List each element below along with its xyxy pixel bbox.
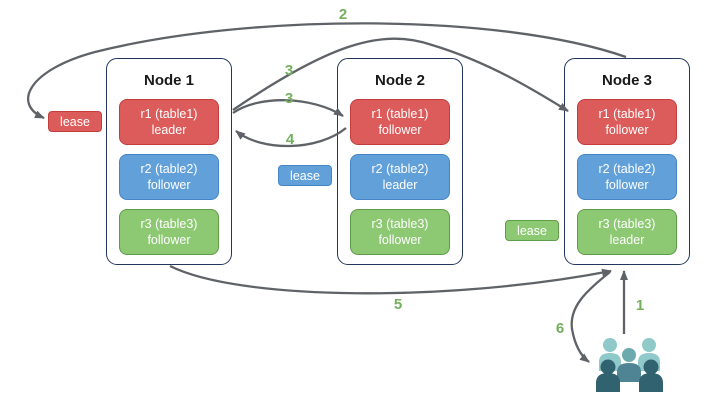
replica-name: r3 (table3)	[140, 217, 198, 231]
node-3-replica-r3: r3 (table3) leader	[577, 209, 677, 255]
node-2-panel: Node 2 r1 (table1) follower r2 (table2) …	[337, 58, 463, 265]
node-1-replicas: r1 (table1) leader r2 (table2) follower …	[119, 99, 219, 255]
node-1-replica-r2: r2 (table2) follower	[119, 154, 219, 200]
node-2-replica-r2: r2 (table2) leader	[350, 154, 450, 200]
replica-name: r3 (table3)	[371, 217, 429, 231]
node-3-panel: Node 3 r1 (table1) follower r2 (table2) …	[564, 58, 690, 265]
replica-name: r2 (table2)	[371, 162, 429, 176]
replica-name: r3 (table3)	[598, 217, 656, 231]
node-1-replica-r1: r1 (table1) leader	[119, 99, 219, 145]
lease-badge-table2: lease	[278, 165, 332, 186]
replica-role: follower	[605, 123, 649, 137]
node-3-replicas: r1 (table1) follower r2 (table2) followe…	[577, 99, 677, 255]
lease-badge-table1: lease	[48, 111, 102, 132]
replica-role: leader	[609, 233, 645, 247]
arrow-step-5	[169, 264, 612, 295]
node-2-title: Node 2	[374, 72, 425, 89]
step-4-label: 4	[285, 131, 295, 148]
step-2-label: 2	[338, 6, 348, 23]
node-2-replicas: r1 (table1) follower r2 (table2) leader …	[350, 99, 450, 255]
step-3a-label: 3	[284, 62, 294, 79]
replica-role: follower	[605, 178, 649, 192]
node-3-replica-r2: r2 (table2) follower	[577, 154, 677, 200]
node-3-replica-r1: r1 (table1) follower	[577, 99, 677, 145]
replica-role: follower	[147, 178, 191, 192]
node-2-replica-r3: r3 (table3) follower	[350, 209, 450, 255]
node-2-replica-r1: r1 (table1) follower	[350, 99, 450, 145]
replica-role: leader	[382, 178, 418, 192]
node-1-panel: Node 1 r1 (table1) leader r2 (table2) fo…	[106, 58, 232, 265]
users-group-icon	[596, 338, 663, 392]
replica-role: follower	[147, 233, 191, 247]
replica-role: leader	[151, 123, 187, 137]
lease-badge-table3: lease	[505, 220, 559, 241]
replica-name: r1 (table1)	[598, 107, 656, 121]
step-5-label: 5	[393, 296, 403, 313]
node-3-title: Node 3	[601, 72, 652, 89]
step-6-label: 6	[555, 320, 565, 337]
step-1-label: 1	[635, 297, 645, 314]
replica-role: follower	[378, 123, 422, 137]
replica-name: r1 (table1)	[371, 107, 429, 121]
replica-name: r1 (table1)	[140, 107, 198, 121]
replica-role: follower	[378, 233, 422, 247]
replica-name: r2 (table2)	[140, 162, 198, 176]
step-3b-label: 3	[284, 90, 294, 107]
node-1-replica-r3: r3 (table3) follower	[119, 209, 219, 255]
arrow-step-6	[570, 271, 611, 363]
node-1-title: Node 1	[143, 72, 194, 89]
replica-name: r2 (table2)	[598, 162, 656, 176]
